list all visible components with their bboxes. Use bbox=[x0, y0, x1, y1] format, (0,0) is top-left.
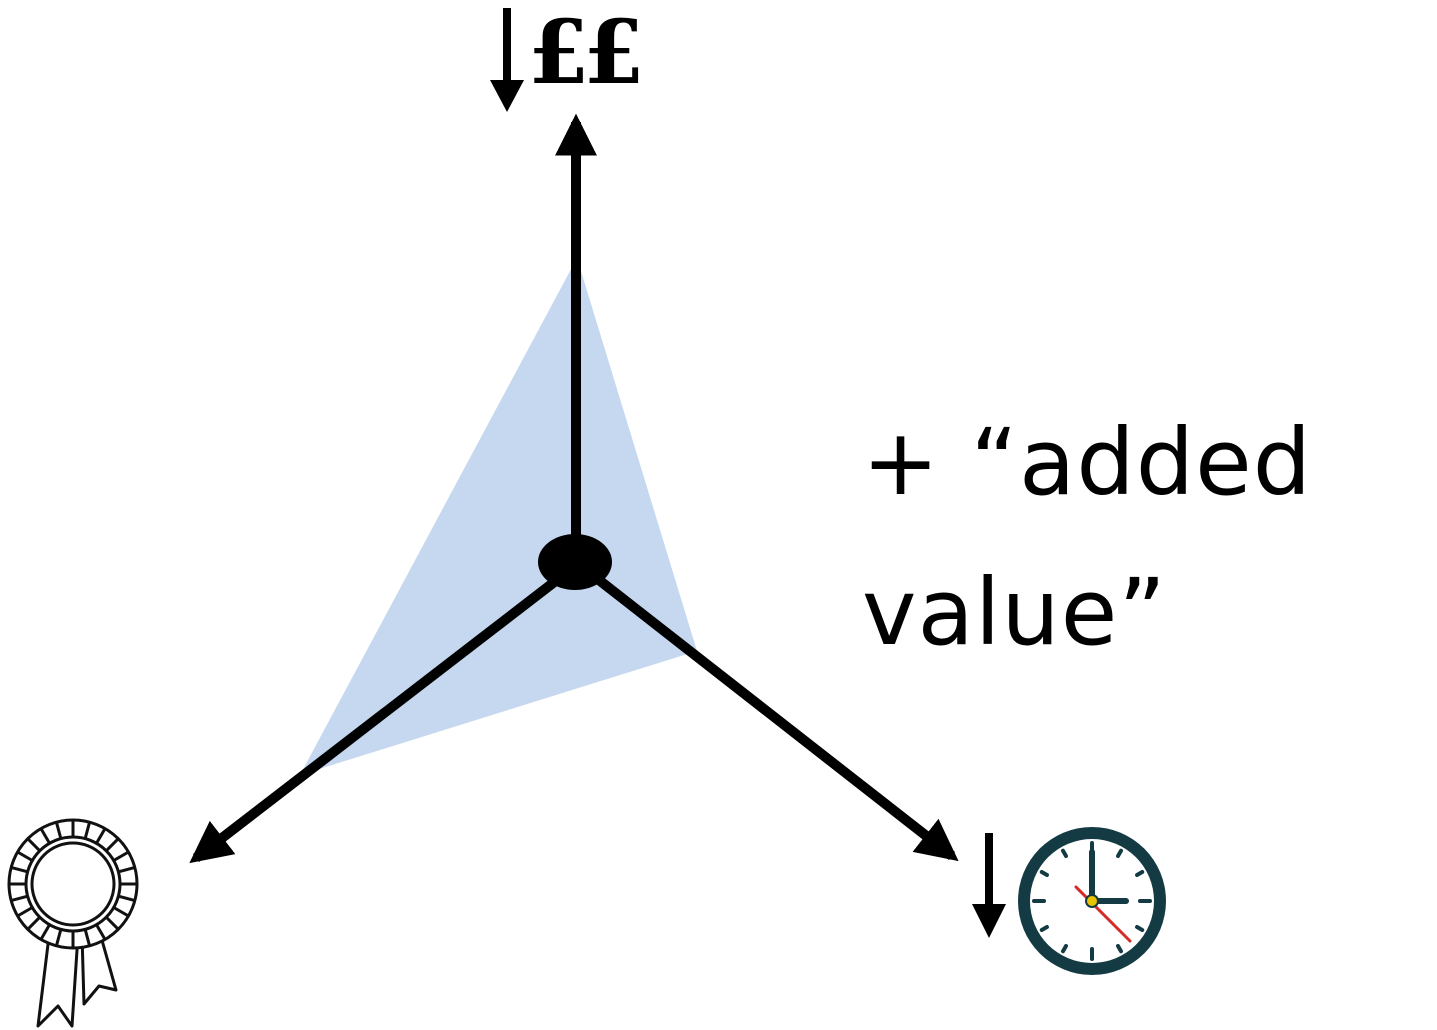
rosette-segment bbox=[118, 865, 136, 874]
clock-tick bbox=[1061, 944, 1068, 954]
rosette-segment bbox=[10, 894, 28, 903]
clock-tick bbox=[1061, 848, 1068, 858]
rosette-segment bbox=[16, 850, 34, 862]
cost-down-arrow-icon bbox=[490, 8, 524, 112]
rosette-segment bbox=[112, 906, 130, 918]
rosette-segment bbox=[39, 923, 51, 941]
shaded-triangle bbox=[300, 258, 697, 775]
center-node bbox=[538, 534, 612, 590]
rosette-segment bbox=[26, 837, 41, 852]
rosette-segment bbox=[112, 850, 130, 862]
rosette-award-icon bbox=[7, 818, 139, 1028]
added-value-line-2: value” bbox=[862, 559, 1167, 666]
clock-tick bbox=[1135, 870, 1145, 877]
rosette-segment bbox=[105, 916, 120, 931]
time-axis bbox=[586, 569, 959, 862]
clock-tick bbox=[1039, 925, 1049, 932]
rosette-segment bbox=[16, 906, 34, 918]
clock-icon bbox=[1018, 827, 1166, 975]
rosette-segment bbox=[83, 821, 92, 839]
cost-label: ££ bbox=[528, 0, 644, 104]
rosette-segment bbox=[26, 916, 41, 931]
clock-tick bbox=[1135, 925, 1145, 932]
clock-second-hand bbox=[1074, 885, 1132, 943]
added-value-annotation: + “added value” bbox=[862, 388, 1312, 688]
clock-tick bbox=[1116, 848, 1123, 858]
rosette-segment bbox=[95, 827, 107, 845]
rosette-segment bbox=[54, 821, 63, 839]
rosette-segment bbox=[39, 827, 51, 845]
clock-tick bbox=[1116, 944, 1123, 954]
rosette-segment bbox=[10, 865, 28, 874]
rosette-segment bbox=[95, 923, 107, 941]
added-value-line-1: + “added bbox=[862, 409, 1313, 516]
clock-tick bbox=[1039, 870, 1049, 877]
rosette-segment bbox=[118, 894, 136, 903]
quality-axis bbox=[189, 569, 570, 864]
time-down-arrow-icon bbox=[972, 833, 1006, 938]
rosette-segment bbox=[105, 837, 120, 852]
rosette-segment bbox=[83, 929, 92, 947]
rosette-segment bbox=[54, 929, 63, 947]
